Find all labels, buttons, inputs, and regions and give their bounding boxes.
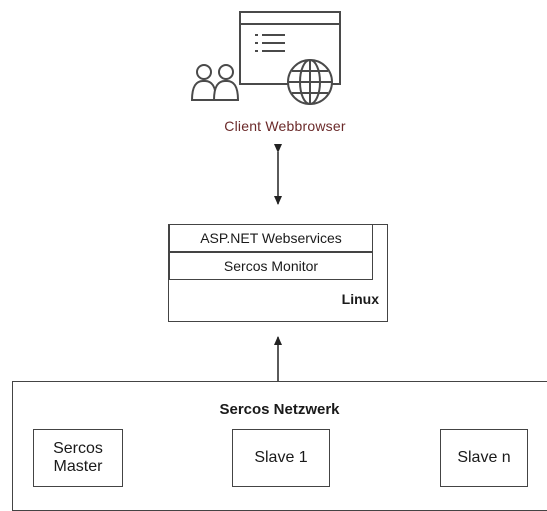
sercos-master-node: Sercos Master — [33, 429, 123, 487]
client-webbrowser-icon — [190, 11, 341, 105]
slave1-node: Slave 1 — [232, 429, 330, 487]
aspnet-webservices-layer: ASP.NET Webservices — [169, 224, 373, 252]
network-title: Sercos Netzwerk — [219, 401, 340, 418]
globe-icon — [287, 59, 333, 105]
linux-label: Linux — [341, 291, 379, 307]
client-label: Client Webbrowser — [224, 118, 346, 134]
master-label-line2: Master — [53, 458, 103, 475]
server-box: ASP.NET Webservices Sercos Monitor Linux — [168, 224, 388, 322]
users-icon — [190, 64, 240, 101]
slaven-node: Slave n — [440, 429, 528, 487]
sercos-monitor-layer: Sercos Monitor — [169, 252, 373, 280]
master-label-line1: Sercos — [53, 439, 103, 457]
